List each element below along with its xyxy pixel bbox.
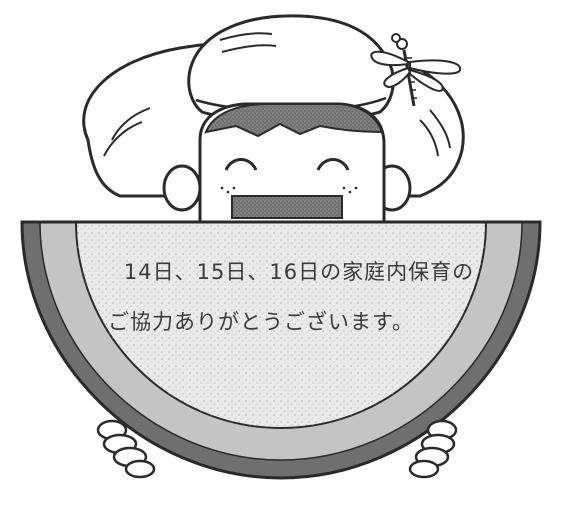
right-hand xyxy=(408,419,458,479)
dragonfly-icon xyxy=(370,33,462,107)
right-eye xyxy=(316,158,350,171)
left-hand xyxy=(96,419,156,479)
child-face xyxy=(198,102,386,232)
left-eye xyxy=(224,158,258,171)
hair xyxy=(204,103,384,138)
mouth xyxy=(231,195,343,219)
watermelon-slice-icon xyxy=(20,220,542,480)
message-line-2: ご協力ありがとうございます。 xyxy=(108,310,414,334)
left-ear xyxy=(162,164,202,212)
hat-crown xyxy=(187,14,395,123)
message-line-1: 14日、15日、16日の家庭内保育の xyxy=(123,260,475,284)
